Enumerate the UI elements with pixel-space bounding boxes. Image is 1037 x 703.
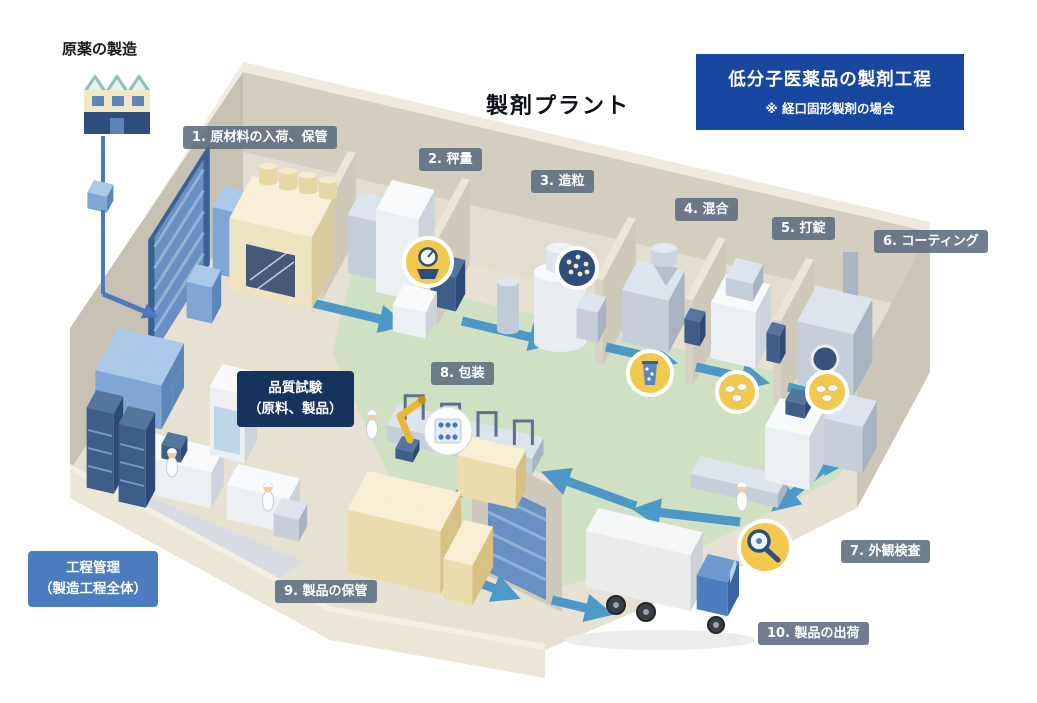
quality-test-line1: 品質試験 xyxy=(268,380,323,396)
station-raw-material-storage xyxy=(95,162,337,430)
station-blending xyxy=(622,243,706,353)
station-tableting xyxy=(711,258,786,369)
truck-icon xyxy=(565,508,755,650)
coated-tablets-icon xyxy=(805,370,849,414)
quality-test-line2: （原料、製品） xyxy=(248,400,343,417)
step-label-5: 5. 打錠 xyxy=(772,217,835,240)
process-control-box: 工程管理 （製造工程全体） xyxy=(28,551,158,607)
step-label-10: 10. 製品の出荷 xyxy=(758,622,869,645)
step-label-6: 6. コーティング xyxy=(874,230,988,253)
blister-pack-icon xyxy=(423,406,473,456)
quality-test-box: 品質試験 （原料、製品） xyxy=(237,371,354,427)
process-control-line2: （製造工程全体） xyxy=(39,580,147,597)
legend-note: ※ 経口固形製剤の場合 xyxy=(765,101,895,116)
station-inspection xyxy=(690,388,877,512)
factory-icon xyxy=(84,74,159,319)
step-label-7: 7. 外観検査 xyxy=(841,540,930,563)
step-label-2: 2. 秤量 xyxy=(419,148,482,171)
legend-box: 低分子医薬品の製剤工程 ※ 経口固形製剤の場合 xyxy=(696,54,964,130)
plant-title: 製剤プラント xyxy=(486,94,631,119)
api-manufacturing-label: 原薬の製造 xyxy=(62,40,138,58)
step-label-9: 9. 製品の保管 xyxy=(275,580,377,603)
receiving-door xyxy=(148,142,210,362)
legend-title: 低分子医薬品の製剤工程 xyxy=(728,70,932,90)
station-product-storage xyxy=(347,471,494,606)
step-label-4: 4. 混合 xyxy=(675,198,738,221)
granules-icon xyxy=(555,246,599,290)
step-label-8: 8. 包装 xyxy=(431,362,494,385)
blender-icon xyxy=(626,349,674,397)
process-control-line1: 工程管理 xyxy=(66,560,120,576)
station-coating xyxy=(797,252,873,397)
scale-icon xyxy=(402,236,454,288)
step-label-3: 3. 造粒 xyxy=(531,170,594,193)
control-room xyxy=(86,390,156,508)
magnifier-icon xyxy=(737,519,793,575)
tablets-icon xyxy=(715,370,759,414)
step-label-1: 1. 原材料の入荷、保管 xyxy=(183,126,337,149)
quality-lab xyxy=(135,364,308,542)
